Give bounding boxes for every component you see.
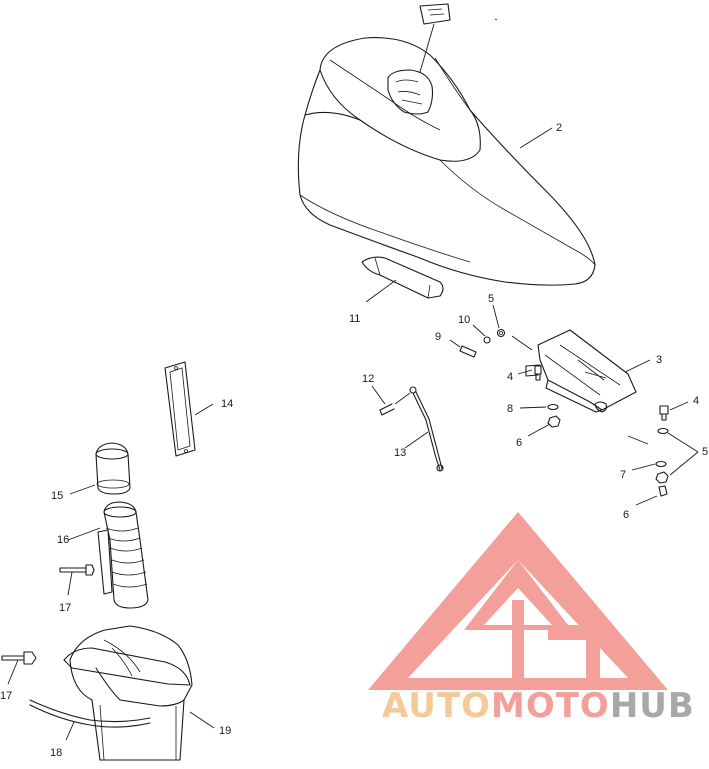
callout-17-upper: 17 [59, 602, 71, 614]
hood-bracket [361, 256, 444, 303]
watermark-brand-hub: HUB [610, 686, 695, 726]
mounting-bracket [525, 329, 651, 413]
callout-17-lower: 17 [0, 690, 12, 702]
callout-6-right: 6 [623, 509, 629, 521]
callout-2: 2 [556, 122, 562, 134]
hose-strap [29, 699, 151, 741]
watermark-brand-moto: MOTO [491, 686, 610, 726]
watermark-logo [368, 512, 668, 690]
callout-4-right: 4 [693, 395, 699, 407]
hood-assembly [297, 37, 596, 286]
callout-5-top: 5 [488, 293, 494, 305]
fastener-cluster-right [627, 401, 699, 506]
callout-13: 13 [394, 447, 406, 459]
callout-6-mid: 6 [516, 437, 522, 449]
callout-5-right: 5 [702, 446, 708, 458]
screw-lower [1, 651, 37, 685]
callout-14: 14 [221, 398, 233, 410]
callout-7: 7 [620, 469, 626, 481]
watermark-brand-auto: AUTO [382, 686, 491, 726]
filter-element [69, 442, 131, 495]
callout-9: 9 [435, 331, 441, 343]
fastener-cluster-upper [449, 304, 533, 358]
top-decal-plate [419, 3, 498, 73]
callout-11: 11 [349, 313, 360, 325]
callout-18: 18 [50, 747, 62, 759]
callout-10: 10 [458, 314, 470, 326]
callout-4-mid: 4 [507, 371, 513, 383]
filter-boot [67, 501, 149, 609]
callout-3: 3 [656, 354, 662, 366]
callout-19: 19 [219, 725, 231, 737]
airbox-container [63, 625, 215, 761]
callout-12: 12 [362, 373, 374, 385]
watermark-text: AUTOMOTOHUB [382, 686, 695, 726]
callout-8: 8 [507, 403, 513, 415]
fastener-cluster-mid [517, 365, 561, 437]
screw-upper [59, 564, 95, 596]
callout-15: 15 [51, 490, 63, 502]
callout-16: 16 [57, 534, 69, 546]
gasket-plate [164, 361, 214, 457]
support-rod [371, 385, 444, 472]
